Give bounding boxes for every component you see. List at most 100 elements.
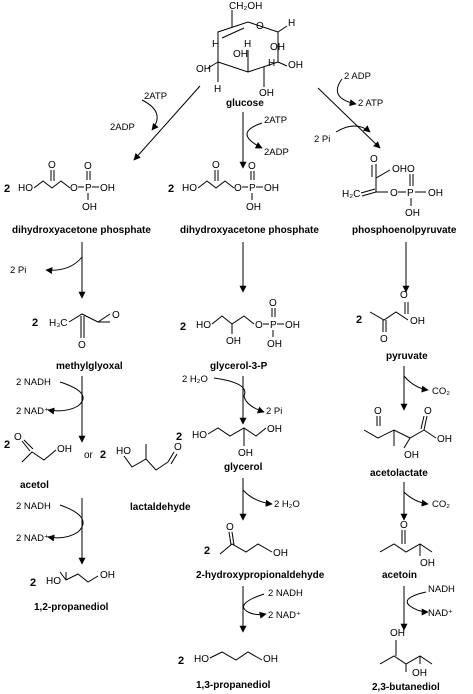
- glucose-ring-o: O: [256, 21, 264, 32]
- lactaldehyde-structure: 2 HO O: [100, 442, 182, 471]
- svg-text:P: P: [249, 183, 256, 194]
- right-pi: 2 Pi: [314, 134, 330, 145]
- middle-nad: 2 NAD⁺: [268, 610, 301, 621]
- right-co2a: CO₂: [432, 386, 450, 397]
- svg-text:OH: OH: [238, 448, 253, 459]
- svg-text:P: P: [407, 188, 414, 199]
- svg-text:O: O: [374, 406, 382, 417]
- cofactor-arrow-right-co2a: [403, 375, 429, 393]
- svg-text:O: O: [269, 298, 277, 309]
- cofactor-arrow-left-atp: [141, 99, 159, 131]
- glucose-h-bl: H: [214, 84, 221, 95]
- left-nadh1: 2 NADH: [16, 377, 51, 388]
- butanediol-label: 2,3-butanediol: [372, 682, 440, 693]
- svg-text:OH: OH: [82, 202, 97, 213]
- glucose-ch2oh: CH₂OH: [229, 1, 262, 12]
- svg-text:OH: OH: [420, 558, 435, 569]
- middle-adp: 2ADP: [264, 147, 289, 158]
- middle-dhap-coef: 2: [168, 183, 174, 195]
- svg-text:OH: OH: [404, 450, 419, 461]
- pyruvate-structure: 2 O O OH: [356, 290, 425, 345]
- cofactor-arrow-middle-h2o-out: [242, 489, 273, 507]
- svg-text:OH: OH: [226, 336, 241, 347]
- left-adp: 2ADP: [110, 122, 135, 133]
- svg-text:O: O: [407, 164, 415, 175]
- svg-text:O: O: [424, 406, 432, 417]
- middle-dhap-structure: 2 HO O O P OH O OH: [168, 160, 279, 213]
- butanediol-structure: OH OH: [379, 628, 433, 679]
- g3p-label: glycerol-3-P: [210, 361, 268, 372]
- methylglyoxal-coef: 2: [32, 317, 38, 329]
- arrow-glucose-to-dhap-left: [133, 85, 201, 161]
- svg-text:O: O: [84, 161, 92, 172]
- svg-text:O: O: [255, 320, 263, 331]
- svg-text:OH: OH: [428, 188, 443, 199]
- svg-text:O: O: [380, 334, 388, 345]
- svg-text:HO: HO: [116, 446, 131, 457]
- svg-text:OH: OH: [267, 339, 282, 350]
- pyruvate-label: pyruvate: [386, 351, 428, 362]
- acetolactate-label: acetolactate: [370, 468, 428, 479]
- cofactor-arrow-right-pi: [335, 125, 371, 133]
- middle-h2o-out: 2 H₂O: [274, 499, 300, 510]
- left-dhap-coef: 2: [4, 183, 10, 195]
- svg-text:OH: OH: [246, 202, 261, 213]
- svg-text:OH: OH: [100, 570, 115, 581]
- svg-text:OH: OH: [57, 444, 72, 455]
- glucose-h-m: H: [244, 39, 251, 50]
- 13-propanediol-label: 1,3-propanediol: [196, 680, 271, 691]
- g3p-structure: 2 HO OH O P OH O OH: [180, 298, 300, 350]
- svg-text:OH: OH: [412, 668, 427, 679]
- left-nad2: 2 NAD⁺: [16, 533, 49, 544]
- right-adp: 2 ADP: [344, 71, 371, 82]
- pep-label: phosphoenolpyruvate: [352, 225, 457, 236]
- svg-text:O: O: [400, 290, 408, 301]
- svg-text:HO: HO: [196, 320, 211, 331]
- svg-text:O: O: [370, 154, 378, 165]
- cofactor-arrow-left-pi: [45, 256, 83, 275]
- svg-text:O: O: [48, 160, 56, 171]
- glycerol-coef: 2: [176, 431, 182, 443]
- right-nadh: NADH: [428, 584, 455, 595]
- acetolactate-structure: O O OH OH: [363, 406, 452, 461]
- middle-pi: 2 Pi: [266, 406, 282, 417]
- glucose-oh-c: OH: [288, 60, 303, 71]
- cofactor-arrow-left-nadh1: [47, 381, 84, 415]
- right-co2b: CO₂: [432, 499, 450, 510]
- 13-propanediol-coef: 2: [178, 655, 184, 667]
- svg-text:OH: OH: [392, 164, 407, 175]
- svg-text:O: O: [212, 160, 220, 171]
- left-atp: 2ATP: [144, 91, 167, 102]
- g3p-coef: 2: [180, 321, 186, 333]
- cofactor-arrow-middle-h2o: [213, 377, 265, 414]
- glucose-structure: CH₂OH O H H OH OH OH H OH OH H H glucose: [196, 1, 303, 109]
- svg-text:OH: OH: [273, 548, 288, 559]
- svg-text:O: O: [78, 340, 86, 351]
- middle-atp: 2ATP: [264, 115, 287, 126]
- svg-text:OH: OH: [390, 628, 405, 639]
- svg-text:O: O: [226, 522, 234, 533]
- svg-text:HO: HO: [46, 576, 61, 587]
- cofactor-arrow-middle-atp: [246, 122, 263, 149]
- acetoin-label: acetoin: [382, 570, 417, 581]
- svg-text:OH: OH: [410, 316, 425, 327]
- pyruvate-coef: 2: [356, 314, 362, 326]
- left-dhap-structure: 2 HO O O P OH O OH: [4, 160, 115, 213]
- glucose-oh-l: OH: [233, 49, 248, 60]
- svg-text:O: O: [390, 188, 398, 199]
- svg-text:O: O: [70, 183, 78, 194]
- methylglyoxal-label: methylglyoxal: [56, 361, 123, 372]
- left-nad1: 2 NAD⁺: [16, 406, 49, 417]
- svg-text:O: O: [174, 442, 182, 453]
- cofactor-arrow-right-co2b: [403, 491, 429, 507]
- svg-text:OH: OH: [405, 208, 420, 219]
- left-dhap-label: dihydroxyacetone phosphate: [12, 225, 151, 236]
- cofactor-arrow-right-adp: [336, 78, 357, 107]
- 12-propanediol-coef: 2: [30, 577, 36, 589]
- svg-text:OH: OH: [267, 424, 282, 435]
- right-nad: NAD⁺: [428, 608, 453, 619]
- svg-text:OH: OH: [285, 320, 300, 331]
- acetol-coef: 2: [4, 439, 10, 451]
- or-text: or: [84, 450, 94, 461]
- svg-text:HO: HO: [182, 183, 197, 194]
